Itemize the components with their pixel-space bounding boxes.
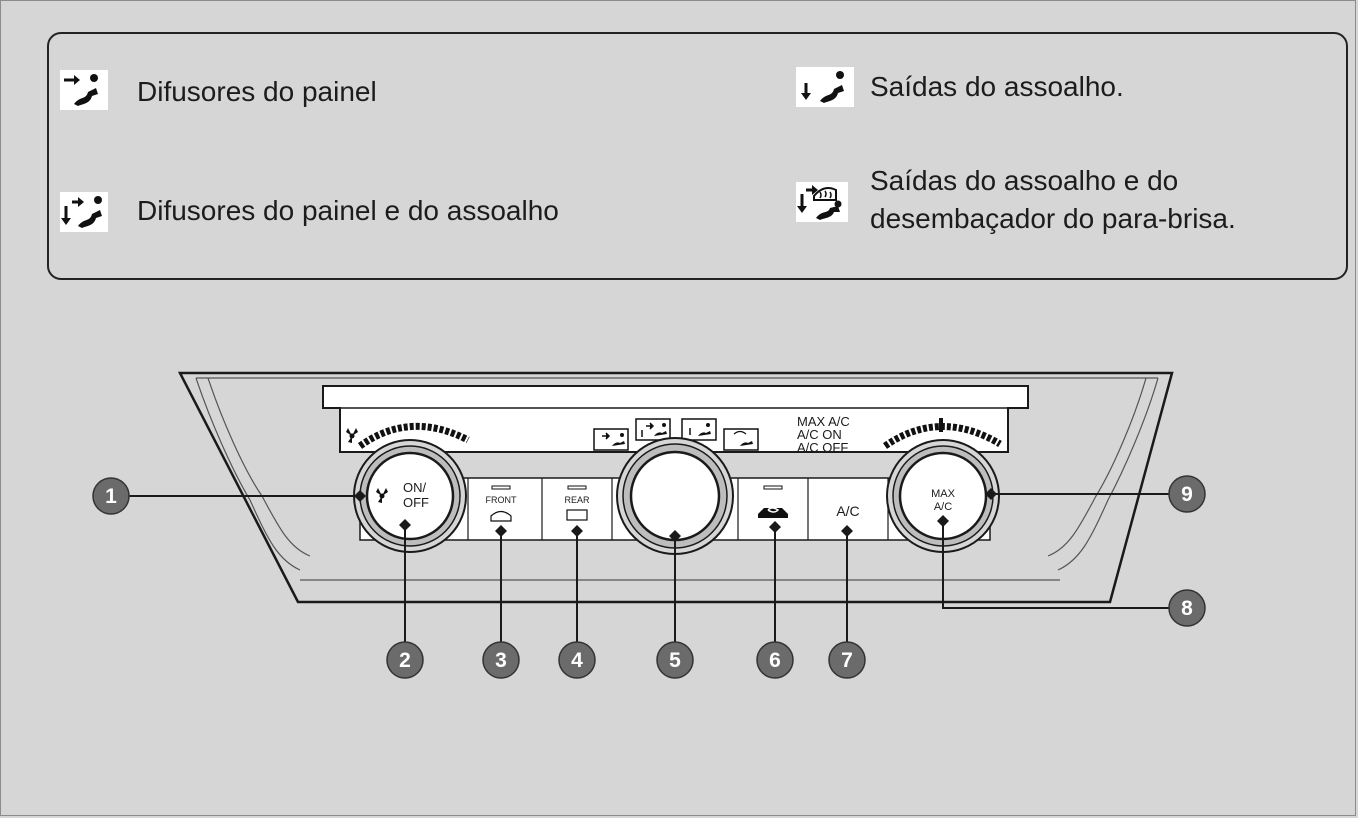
- callout-3: 3: [482, 641, 520, 679]
- display-dashboard-vent-icon: [593, 428, 629, 451]
- callout-number: 8: [1181, 597, 1193, 620]
- callout-number: 5: [669, 649, 681, 672]
- fan-control-knob[interactable]: [353, 439, 467, 553]
- temperature-scale: [883, 418, 1002, 449]
- display-strip: [322, 385, 1029, 453]
- bezel-contour-left: [195, 377, 301, 571]
- fan-icon-small: [346, 428, 358, 443]
- display-status-ac-on: A/C ON: [797, 427, 842, 442]
- max-ac-label-bottom: A/C: [934, 501, 952, 513]
- max-ac-label-top: MAX: [931, 488, 956, 500]
- on-off-label-top: ON/: [403, 480, 427, 495]
- rear-defrost-button[interactable]: REAR: [564, 485, 590, 521]
- front-defrost-button[interactable]: FRONT: [486, 485, 517, 522]
- callout-8: 8: [1168, 589, 1206, 627]
- legend-text-dashboard: Difusores do painel: [137, 73, 377, 111]
- callout-number: 3: [495, 649, 507, 672]
- floor-vent-icon: [796, 67, 854, 107]
- mode-control-knob[interactable]: [616, 437, 734, 555]
- rear-defrost-icon: [566, 509, 588, 521]
- callout-lines: [111, 493, 1185, 660]
- callout-number: 9: [1181, 483, 1193, 506]
- rear-label: REAR: [564, 495, 590, 505]
- display-dashboard-floor-vent-icon: [635, 418, 671, 441]
- callout-6: 6: [756, 641, 794, 679]
- callout-number: 2: [399, 649, 411, 672]
- legend-text-dashboard-floor: Difusores do painel e do assoalho: [137, 192, 559, 230]
- display-status-ac-off: A/C OFF: [797, 440, 848, 455]
- callout-number: 1: [105, 485, 117, 508]
- dashboard-vent-icon: [60, 70, 108, 110]
- legend-line: Saídas do assoalho.: [870, 71, 1124, 102]
- legend-text-floor: Saídas do assoalho.: [870, 68, 1124, 106]
- callout-2: 2: [386, 641, 424, 679]
- display-status-max-ac: MAX A/C: [797, 414, 850, 429]
- recirculation-icon: [758, 508, 788, 518]
- legend-line: Difusores do painel: [137, 76, 377, 107]
- front-defrost-icon: [490, 510, 512, 522]
- callout-number: 4: [571, 649, 583, 672]
- recirculation-button[interactable]: [758, 485, 788, 518]
- floor-defrost-vent-icon: [796, 182, 848, 222]
- legend-line: desembaçador do para-brisa.: [870, 203, 1236, 234]
- callout-markers: [354, 488, 997, 542]
- legend-line: Difusores do painel e do assoalho: [137, 195, 559, 226]
- callout-number: 6: [769, 649, 781, 672]
- legend-line: Saídas do assoalho e do: [870, 165, 1179, 196]
- legend-box: [47, 32, 1348, 280]
- fan-speed-scale: [357, 422, 470, 449]
- on-off-label-bottom: OFF: [403, 495, 429, 510]
- fan-icon: [376, 488, 388, 503]
- callout-5: 5: [656, 641, 694, 679]
- legend-text-floor-defrost: Saídas do assoalho e do desembaçador do …: [870, 162, 1236, 238]
- callout-7: 7: [828, 641, 866, 679]
- display-floor-defrost-vent-icon: [723, 428, 759, 451]
- callout-4: 4: [558, 641, 596, 679]
- dashboard-floor-vent-icon: [60, 192, 108, 232]
- callout-1: 1: [92, 477, 130, 515]
- bezel-contour-right: [1057, 377, 1159, 571]
- callout-9: 9: [1168, 475, 1206, 513]
- callout-number: 7: [841, 649, 853, 672]
- front-label: FRONT: [486, 495, 517, 505]
- ac-button-label[interactable]: A/C: [836, 503, 859, 519]
- display-floor-vent-icon: [681, 418, 717, 441]
